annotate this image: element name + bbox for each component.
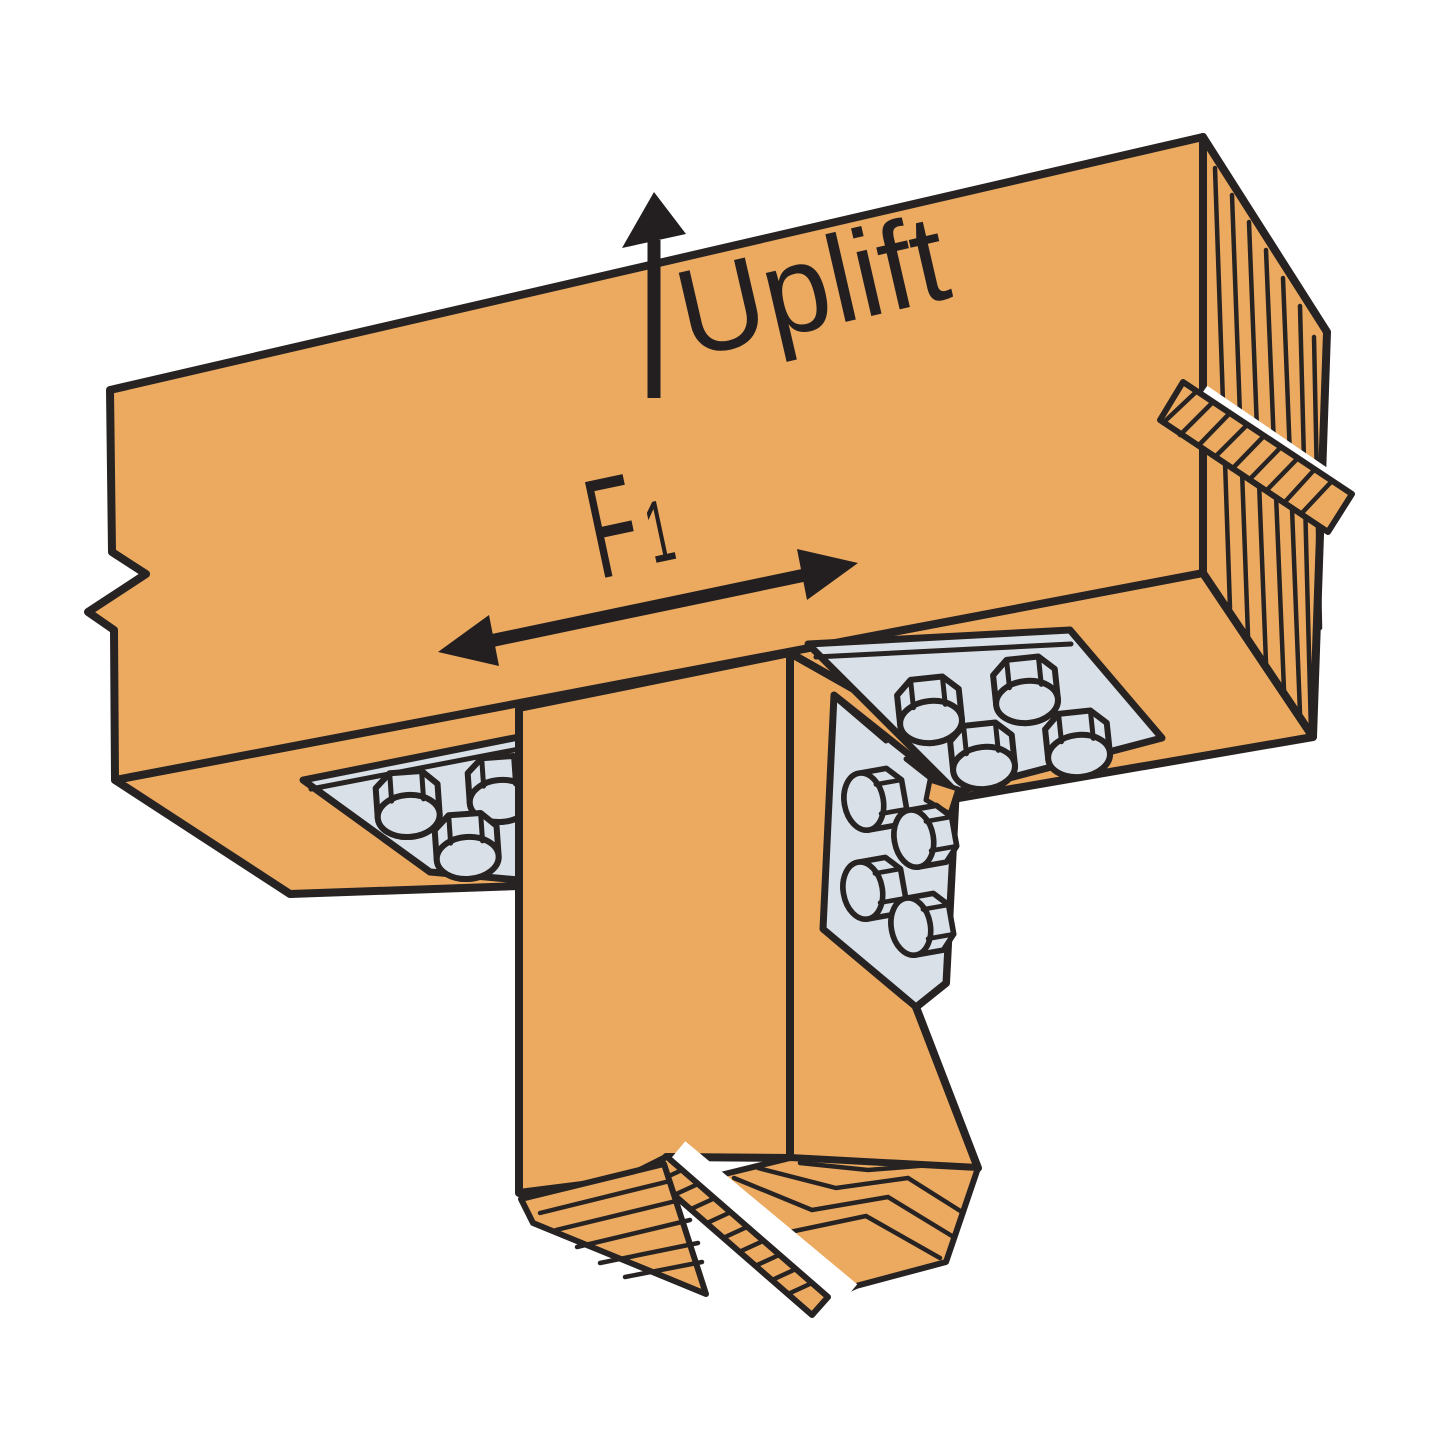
right-angle-bracket [804,626,1166,1011]
post-break-grain-waves [713,1160,965,1261]
uplift-arrow [622,192,686,398]
beam-break-band [1157,379,1355,535]
right-bracket-vertical-flange-edge [828,934,909,1003]
post-front-face [515,649,794,1197]
beam-break-band-ticks [1160,388,1335,517]
hex-bolt [375,770,441,839]
hex-bolt [890,803,960,870]
post-break-sliver [518,1161,709,1297]
right-bracket-horizontal-flange-edge [813,641,1074,660]
post-break-sliver-grain [537,1178,705,1280]
f1-arrowhead-left [438,615,499,666]
post-break [518,1141,981,1326]
uplift-arrowhead [622,192,686,248]
hex-bolt [1044,709,1112,780]
f1-arrowhead-right [797,549,858,600]
hex-bolt [949,721,1017,792]
hex-bolt [434,812,500,881]
hex-bolt [887,891,957,958]
f1-arrow [438,549,858,666]
hex-bolt [992,655,1060,726]
